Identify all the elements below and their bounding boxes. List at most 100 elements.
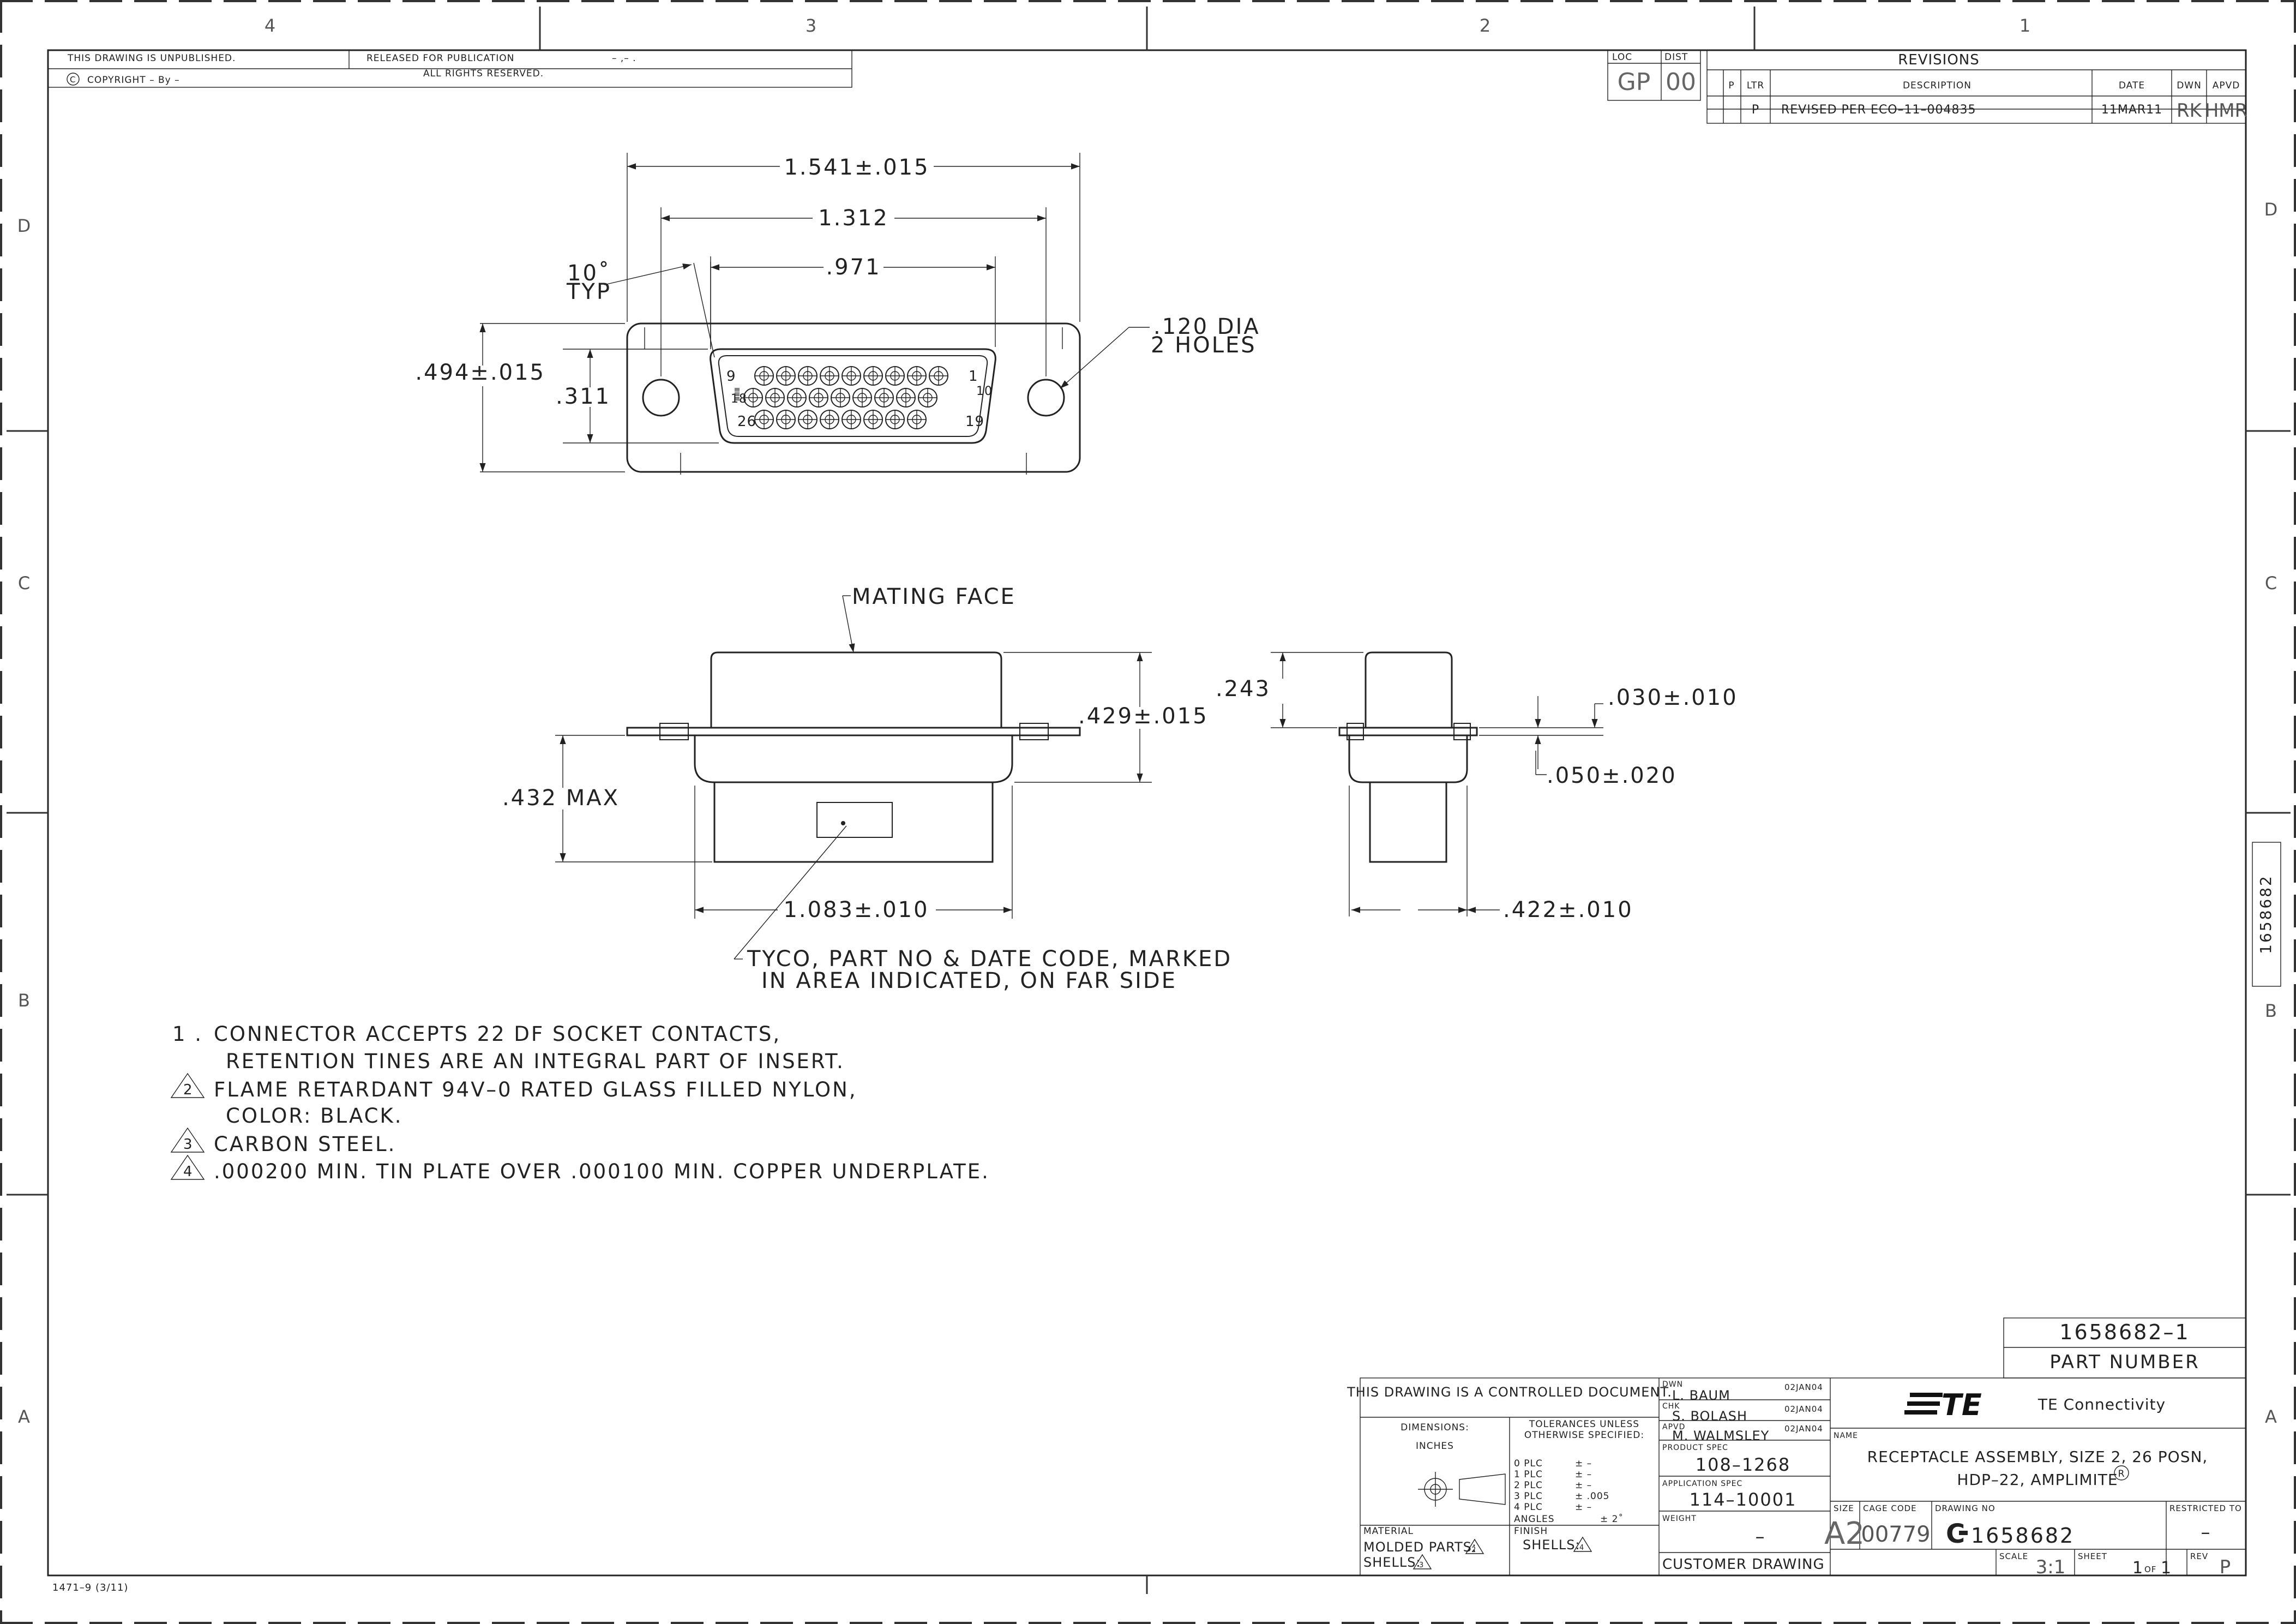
svg-text:REV: REV (2190, 1551, 2208, 1561)
socket-contact (885, 366, 905, 386)
zone-label-right: B (2265, 1000, 2277, 1021)
angles-label: ANGLES (1514, 1514, 1555, 1525)
tolerance-0-value: ± – (1575, 1458, 1592, 1469)
logo-text: TE (1942, 1388, 1982, 1422)
connector-end-view: .243 .030±.010 .050±.020 .422±.010 (1216, 651, 1738, 922)
projection-symbol-icon (1418, 1472, 1506, 1507)
customer-drawing-label: CUSTOMER DRAWING (1662, 1556, 1825, 1573)
socket-contact (907, 366, 927, 386)
sheet-size: A2 (1824, 1516, 1865, 1551)
socket-contact (831, 388, 850, 408)
revisions-table: LOC DIST GP 00 REVISIONS P LTR DESCRIPTI… (1607, 50, 2247, 124)
svg-text:DATE: DATE (2119, 80, 2145, 91)
approved-by: M. WALMSLEY (1672, 1428, 1769, 1443)
note-3-triangle-icon (170, 1127, 205, 1153)
svg-text:4: 4 (1579, 1544, 1584, 1552)
socket-contact (842, 366, 861, 386)
socket-contact (798, 410, 818, 429)
svg-text:DESCRIPTION: DESCRIPTION (1903, 80, 1972, 91)
copyright-icon (67, 73, 80, 86)
registered-mark-icon (2114, 1465, 2129, 1481)
checked-date: 02JAN04 (1784, 1404, 1823, 1414)
scale: 3:1 (2036, 1556, 2066, 1578)
tolerance-4-value: ± – (1575, 1502, 1592, 1513)
socket-contact (798, 366, 818, 386)
svg-text:WEIGHT: WEIGHT (1662, 1514, 1697, 1523)
pin-label-10: 10 (976, 385, 993, 398)
weight: – (1756, 1526, 1766, 1548)
triangle-4-icon (1573, 1536, 1592, 1552)
tolerance-0-plc: 0 PLC (1514, 1458, 1543, 1469)
note-1-line-2: RETENTION TINES ARE AN INTEGRAL PART OF … (226, 1050, 845, 1073)
drawn-date: 02JAN04 (1784, 1382, 1823, 1392)
side-drawing-tab: 1658682 (2252, 842, 2281, 987)
svg-text:SIZE: SIZE (1834, 1503, 1854, 1513)
socket-contact (896, 388, 916, 408)
tolerance-2-value: ± – (1575, 1480, 1592, 1491)
zone-label-top: 3 (806, 15, 816, 36)
notes: 1 . CONNECTOR ACCEPTS 22 DF SOCKET CONTA… (170, 1022, 990, 1183)
application-spec: 114–10001 (1690, 1489, 1797, 1510)
svg-text:CAGE CODE: CAGE CODE (1863, 1503, 1917, 1513)
svg-text:RESTRICTED TO: RESTRICTED TO (2169, 1503, 2242, 1513)
svg-text:P: P (1728, 80, 1734, 91)
drawing-title-line-1: RECEPTACLE ASSEMBLY, SIZE 2, 26 POSN, (1867, 1448, 2208, 1466)
connector-side-view: MATING FACE .429±.015 .432 MAX 1.083±.01… (502, 584, 1232, 993)
note-4-line-1: .000200 MIN. TIN PLATE OVER .000100 MIN.… (214, 1160, 990, 1183)
note-4-triangle-icon (170, 1154, 205, 1180)
note-2-line-1: FLAME RETARDANT 94V–0 RATED GLASS FILLED… (214, 1078, 857, 1101)
sheet-total: 1 (2161, 1559, 2171, 1578)
mating-face-label: MATING FACE (852, 584, 1016, 609)
socket-contact (776, 366, 796, 386)
zone-label-left: C (18, 573, 30, 594)
drawing-title-line-2: HDP–22, AMPLIMITE (1957, 1471, 2118, 1489)
revisions-title: REVISIONS (1898, 52, 1980, 68)
part-number: 1658682–1 (2059, 1320, 2190, 1344)
socket-contact (776, 410, 796, 429)
pin-label-26: 26 (737, 414, 756, 430)
marking-note-line-1: TYCO, PART NO & DATE CODE, MARKED (747, 946, 1232, 972)
svg-text:SCALE: SCALE (1999, 1551, 2028, 1561)
rights-label: ALL RIGHTS RESERVED. (423, 68, 544, 79)
shells-label: SHELLS: (1363, 1555, 1421, 1570)
loc-value: GP (1618, 68, 1651, 96)
tolerance-1-value: ± – (1575, 1469, 1592, 1480)
svg-text:DIST: DIST (1664, 52, 1688, 63)
dim-flange-height: .494±.015 (415, 360, 545, 385)
socket-contact (918, 388, 937, 408)
socket-contact (874, 388, 894, 408)
company-name: TE Connectivity (2037, 1395, 2166, 1413)
socket-contact (809, 388, 828, 408)
svg-text:R: R (2118, 1469, 2125, 1479)
tolerance-2-plc: 2 PLC (1514, 1480, 1543, 1491)
te-logo: TE (1904, 1388, 1982, 1422)
unpublished-notice: THIS DRAWING IS UNPUBLISHED. (67, 53, 236, 64)
socket-contact (907, 410, 927, 429)
svg-text:LTR: LTR (1747, 80, 1764, 91)
socket-contact (754, 366, 774, 386)
socket-contact (863, 410, 883, 429)
zone-label-left: B (18, 990, 30, 1011)
dim-flange-thickness: .030±.010 (1608, 685, 1738, 710)
tolerance-4-plc: 4 PLC (1514, 1502, 1543, 1513)
hole-count: 2 HOLES (1151, 333, 1257, 358)
tolerance-heading-1: TOLERANCES UNLESS (1529, 1419, 1639, 1430)
part-number-label: PART NUMBER (2049, 1351, 2199, 1373)
finish-shells-label: SHELLS: (1523, 1537, 1580, 1553)
title-block: 1658682–1 PART NUMBER THIS DRAWING IS A … (1347, 1317, 2246, 1578)
zone-label-right: D (2264, 199, 2278, 220)
note-1-number: 1 . (172, 1022, 203, 1046)
svg-text:APVD: APVD (1662, 1423, 1685, 1431)
dimensions-label: DIMENSIONS: (1401, 1422, 1469, 1433)
marking-note-line-2: IN AREA INDICATED, ON FAR SIDE (761, 968, 1177, 993)
pin-grid (743, 366, 948, 429)
svg-text:LOC: LOC (1612, 52, 1632, 63)
note-3-line-1: CARBON STEEL. (214, 1132, 396, 1156)
dim-side-height: .429±.015 (1078, 704, 1209, 729)
angles-value: ± 2˚ (1600, 1513, 1624, 1525)
drawn-by: L. BAUM (1672, 1388, 1730, 1403)
zone-label-right: C (2265, 573, 2277, 594)
revision-description: REVISED PER ECO–11–004835 (1781, 103, 1976, 117)
socket-contact (929, 366, 948, 386)
